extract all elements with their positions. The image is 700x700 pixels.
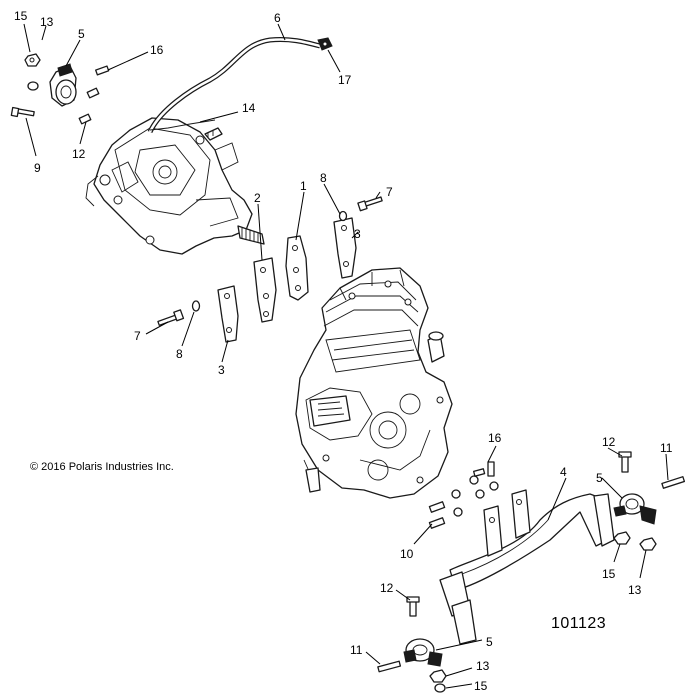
callout-12-right: 12 [602,435,616,449]
engine-assembly [295,267,453,499]
callout-13-right: 13 [628,583,642,597]
callout-17: 17 [338,73,352,87]
bolt-16-top [95,65,110,76]
callout-16: 16 [150,43,164,57]
washer-15-top [27,81,39,91]
callout-1: 1 [300,179,307,193]
callout-5-bottom: 5 [486,635,493,649]
bolt-12-top [86,87,100,99]
bolt-11-bottom [377,660,402,673]
callout-10: 10 [400,547,414,561]
callout-8: 8 [320,171,327,185]
callout-15: 15 [14,9,28,23]
hose-14 [149,119,216,131]
bolts-10-16-group [428,461,499,529]
bolt-7-lower [157,309,185,326]
callout-16-right: 16 [488,431,502,445]
bracket-3-lower [217,285,239,343]
bracket-3-upper [333,217,357,279]
nut-15-right [613,531,631,545]
callout-8-lower: 8 [176,347,183,361]
drawing-number: 101123 [551,615,607,632]
callout-15-right: 15 [602,567,616,581]
clip-17 [317,37,333,51]
vent-line-6 [147,37,321,134]
bracket-1 [285,235,309,301]
callout-15-bottom: 15 [474,679,488,693]
engine-mount-5-bottom [403,638,443,667]
callout-13: 13 [40,15,54,29]
callout-14: 14 [242,101,256,115]
bolt-12-top-b [78,113,92,125]
washer-8-lower [191,300,201,312]
callout-7-lower: 7 [134,329,141,343]
callout-9: 9 [34,161,41,175]
callout-12-bottom: 12 [380,581,394,595]
bolt-12-bottom [406,596,420,617]
callout-2: 2 [254,191,261,205]
copyright-notice: © 2016 Polaris Industries Inc. [30,461,174,473]
engine-mount-5-top [49,63,77,107]
callout-7: 7 [386,185,393,199]
callout-6: 6 [274,11,281,25]
mount-bracket-4 [439,489,615,645]
nut-13-right [639,537,657,551]
bolt-7-upper [357,196,383,212]
callout-labels: 15 13 5 16 6 17 14 9 12 1 2 8 7 3 7 8 3 … [14,9,673,693]
leader-lines [23,23,669,689]
bracket-2 [253,257,277,323]
callout-12: 12 [72,147,86,161]
callout-3-lower: 3 [218,363,225,377]
nut-13-bottom [429,669,447,683]
callout-3: 3 [354,227,361,241]
nut-13-top [24,53,41,67]
engine-mount-5-right [613,493,657,525]
callout-4: 4 [560,465,567,479]
callout-11-right: 11 [660,441,673,455]
callout-5: 5 [78,27,85,41]
transmission-assembly [85,117,265,255]
callout-5-right: 5 [596,471,603,485]
callout-11-bottom: 11 [350,643,363,657]
callout-13-bottom: 13 [476,659,490,673]
bolt-9 [10,106,35,118]
washer-15-bottom [434,683,446,693]
washer-8-upper [338,210,348,222]
bolt-11-right [661,476,686,489]
